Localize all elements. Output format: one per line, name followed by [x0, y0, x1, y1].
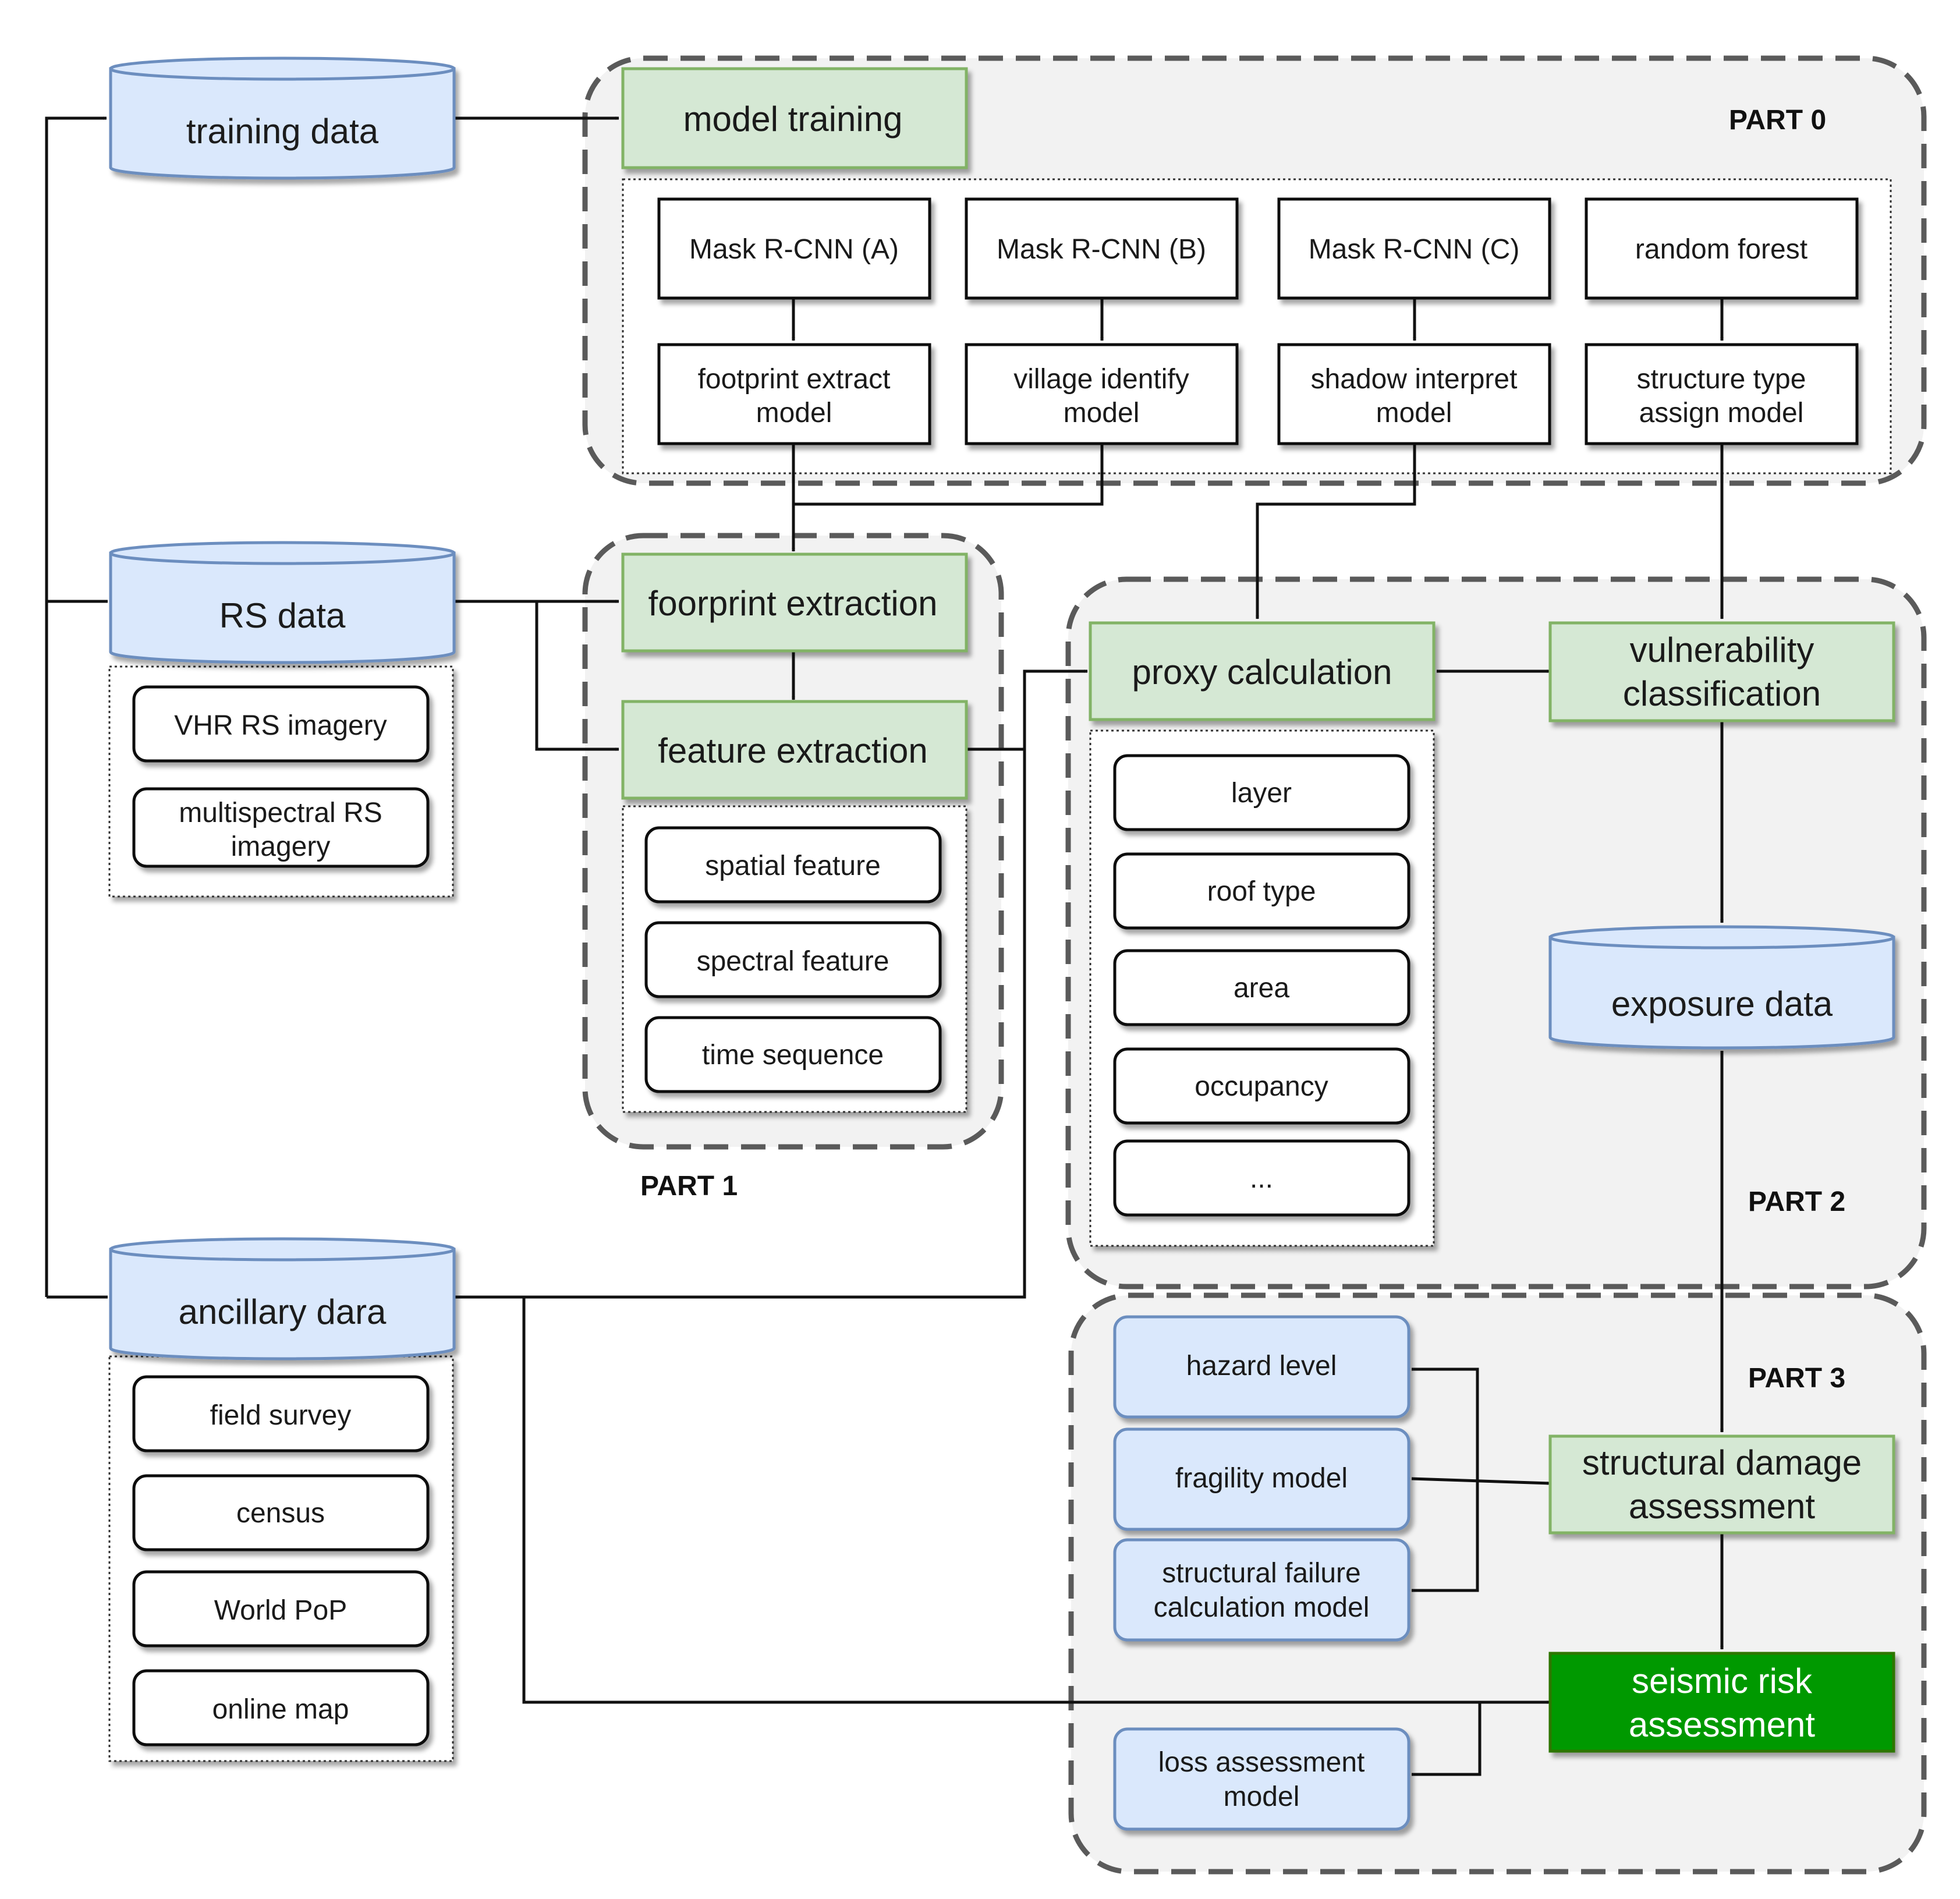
- svg-text:model: model: [1064, 398, 1140, 428]
- model-random-forest: random forest: [1585, 197, 1859, 300]
- svg-text:structural damage: structural damage: [1582, 1443, 1862, 1482]
- svg-text:layer: layer: [1231, 778, 1292, 809]
- ancillary-item-worldpop: World PoP: [132, 1570, 430, 1648]
- svg-text:Mask R-CNN (C): Mask R-CNN (C): [1309, 234, 1520, 265]
- rs-item-vhr: VHR RS imagery: [132, 685, 430, 763]
- ancillary-data-label: ancillary dara: [179, 1292, 387, 1331]
- svg-text:Mask R-CNN (A): Mask R-CNN (A): [689, 234, 899, 265]
- svg-text:calculation model: calculation model: [1154, 1592, 1370, 1623]
- proxy-item-area: area: [1113, 949, 1410, 1026]
- svg-text:foorprint extraction: foorprint extraction: [648, 584, 938, 623]
- svg-text:assessment: assessment: [1629, 1487, 1815, 1526]
- svg-text:World PoP: World PoP: [214, 1595, 348, 1626]
- svg-text:census: census: [236, 1498, 325, 1529]
- svg-text:occupancy: occupancy: [1195, 1071, 1328, 1102]
- model-mask-rcnn-a: Mask R-CNN (A): [657, 197, 931, 300]
- svg-text:roof type: roof type: [1207, 876, 1316, 907]
- training-data-database: training data: [109, 56, 456, 180]
- proxy-item-roof-type: roof type: [1113, 852, 1410, 930]
- footprint-extract-model: footprint extract model: [657, 343, 931, 445]
- model-mask-rcnn-c: Mask R-CNN (C): [1277, 197, 1551, 300]
- svg-text:seismic risk: seismic risk: [1632, 1661, 1813, 1700]
- structure-type-assign-model: structure type assign model: [1585, 343, 1859, 445]
- svg-text:imagery: imagery: [231, 831, 331, 862]
- svg-text:area: area: [1234, 973, 1289, 1004]
- training-data-label: training data: [186, 112, 379, 151]
- part2-label: PART 2: [1748, 1186, 1845, 1217]
- svg-text:online map: online map: [212, 1694, 349, 1725]
- feature-extraction-box: feature extraction: [621, 700, 968, 800]
- svg-text:assessment: assessment: [1629, 1705, 1815, 1744]
- exposure-data-database: exposure data: [1548, 925, 1895, 1050]
- structural-damage-assessment-box: structural damage assessment: [1548, 1434, 1895, 1535]
- svg-text:village identify: village identify: [1013, 364, 1189, 395]
- svg-text:assign model: assign model: [1639, 398, 1804, 428]
- hazard-level-box: hazard level: [1113, 1315, 1410, 1419]
- fragility-model-box: fragility model: [1113, 1427, 1410, 1531]
- svg-text:vulnerability: vulnerability: [1630, 630, 1814, 669]
- proxy-calculation-box: proxy calculation: [1089, 621, 1436, 721]
- vulnerability-classification-box: vulnerability classification: [1548, 621, 1895, 722]
- ancillary-item-online-map: online map: [132, 1669, 430, 1746]
- svg-text:model: model: [1376, 398, 1452, 428]
- svg-text:Mask R-CNN (B): Mask R-CNN (B): [997, 234, 1206, 265]
- svg-text:field survey: field survey: [210, 1400, 352, 1431]
- svg-text:classification: classification: [1623, 674, 1821, 713]
- exposure-data-label: exposure data: [1611, 984, 1833, 1023]
- svg-text:multispectral RS: multispectral RS: [179, 798, 382, 828]
- ancillary-item-field-survey: field survey: [132, 1375, 430, 1452]
- svg-text:time sequence: time sequence: [702, 1040, 884, 1071]
- proxy-item-occupancy: occupancy: [1113, 1047, 1410, 1125]
- footprint-extraction-box: foorprint extraction: [621, 552, 968, 653]
- svg-text:VHR RS imagery: VHR RS imagery: [174, 710, 387, 741]
- svg-text:fragility model: fragility model: [1175, 1463, 1348, 1494]
- part3-label: PART 3: [1748, 1363, 1845, 1394]
- svg-text:hazard level: hazard level: [1186, 1351, 1337, 1381]
- rs-item-multispectral: multispectral RS imagery: [132, 787, 430, 868]
- structural-failure-model-box: structural failure calculation model: [1113, 1538, 1410, 1642]
- svg-text:proxy calculation: proxy calculation: [1132, 653, 1392, 692]
- svg-text:model training: model training: [683, 100, 903, 139]
- feature-item-time-sequence: time sequence: [644, 1016, 942, 1093]
- part0-label: PART 0: [1729, 105, 1826, 136]
- shadow-interpret-model: shadow interpret model: [1277, 343, 1551, 445]
- svg-text:loss assessment: loss assessment: [1158, 1747, 1365, 1778]
- svg-text:model: model: [1224, 1781, 1300, 1812]
- proxy-item-more: ...: [1113, 1139, 1410, 1217]
- ancillary-data-database: ancillary dara: [109, 1237, 456, 1361]
- seismic-risk-assessment-box: seismic risk assessment: [1548, 1652, 1895, 1753]
- proxy-item-layer: layer: [1113, 754, 1410, 831]
- rs-data-label: RS data: [219, 596, 346, 635]
- svg-text:...: ...: [1250, 1163, 1273, 1194]
- svg-text:shadow interpret: shadow interpret: [1311, 364, 1518, 395]
- svg-text:feature extraction: feature extraction: [658, 731, 928, 770]
- svg-text:random forest: random forest: [1635, 234, 1807, 265]
- svg-text:spatial feature: spatial feature: [705, 851, 881, 881]
- svg-text:spectral feature: spectral feature: [697, 946, 889, 977]
- part1-label: PART 1: [640, 1171, 738, 1202]
- village-identify-model: village identify model: [965, 343, 1239, 445]
- model-mask-rcnn-b: Mask R-CNN (B): [965, 197, 1239, 300]
- loss-assessment-model-box: loss assessment model: [1113, 1727, 1410, 1831]
- connectors: [45, 116, 1724, 1776]
- feature-item-spectral: spectral feature: [644, 921, 942, 998]
- svg-text:structure type: structure type: [1637, 364, 1806, 395]
- ancillary-item-census: census: [132, 1474, 430, 1551]
- svg-text:footprint extract: footprint extract: [698, 364, 891, 395]
- feature-item-spatial: spatial feature: [644, 826, 942, 904]
- model-training-box: model training: [621, 67, 968, 169]
- rs-data-database: RS data: [109, 541, 456, 664]
- svg-text:structural failure: structural failure: [1162, 1558, 1360, 1589]
- svg-text:model: model: [756, 398, 832, 428]
